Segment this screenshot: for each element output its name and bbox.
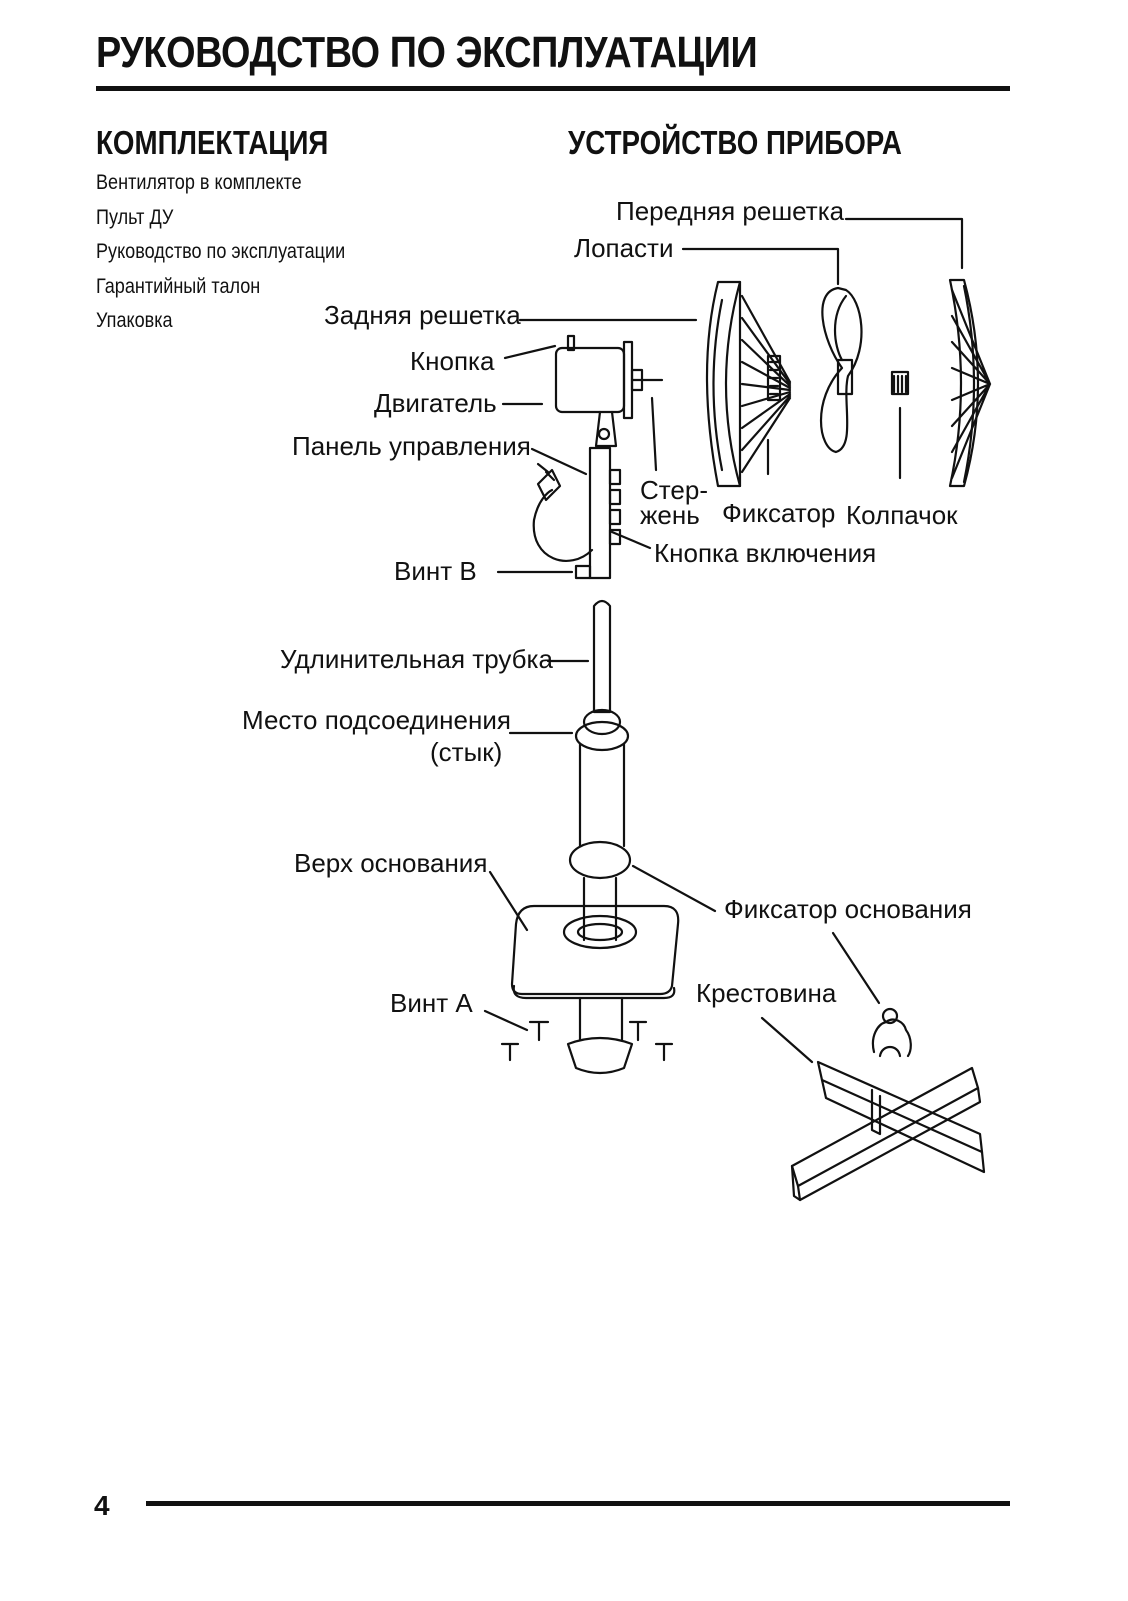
- kit-list: Вентилятор в комплекте Пульт ДУ Руководс…: [96, 166, 386, 339]
- label-extension-tube: Удлинительная трубка: [280, 644, 553, 674]
- label-rod-line1: Стер-: [640, 475, 708, 505]
- label-blades: Лопасти: [574, 233, 674, 263]
- screws-a: [500, 1020, 674, 1062]
- label-joint-line1: Место подсоединения: [242, 705, 511, 735]
- label-base-top: Верх основания: [294, 848, 487, 878]
- kit-item: Руководство по эксплуатации: [96, 240, 346, 263]
- label-base-lock: Фиксатор основания: [724, 894, 972, 924]
- kit-item: Пульт ДУ: [96, 205, 174, 229]
- power-cord: [532, 462, 594, 562]
- label-front-grille: Передняя решетка: [616, 196, 845, 226]
- fan-blades: [820, 286, 863, 454]
- label-control-panel: Панель управления: [292, 431, 531, 461]
- base-lock-part: [871, 1007, 912, 1058]
- kit-item: Гарантийный талон: [96, 274, 261, 298]
- cap-part: [890, 370, 910, 396]
- label-motor: Двигатель: [374, 388, 497, 418]
- kit-item: Упаковка: [96, 309, 173, 332]
- page-number: 4: [94, 1490, 110, 1521]
- leader-lines: [483, 217, 964, 1064]
- footer-divider: [146, 1501, 1010, 1506]
- rear-grille: [705, 280, 792, 488]
- label-joint-line2: (стык): [430, 737, 502, 767]
- front-grille: [948, 278, 992, 488]
- label-rear-grille: Задняя решетка: [324, 300, 521, 330]
- label-cross: Крестовина: [696, 978, 837, 1008]
- control-column: [574, 446, 622, 580]
- blade-lock: [766, 354, 782, 402]
- device-heading: УСТРОЙСТВО ПРИБОРА: [568, 124, 902, 161]
- kit-heading: КОМПЛЕКТАЦИЯ: [96, 124, 329, 161]
- base-top: [510, 840, 680, 1075]
- label-power-button: Кнопка включения: [654, 538, 876, 568]
- extension-tube: [574, 599, 630, 848]
- label-lock: Фиксатор: [722, 498, 835, 528]
- label-screw-a: Винт A: [390, 988, 473, 1018]
- label-screw-b: Винт B: [394, 556, 477, 586]
- cross-base: [790, 1060, 986, 1202]
- page-title: РУКОВОДСТВО ПО ЭКСПЛУАТАЦИИ: [96, 28, 758, 77]
- motor: [554, 334, 664, 448]
- label-button: Кнопка: [410, 346, 495, 376]
- title-divider: [96, 86, 1010, 91]
- label-rod-line2: жень: [640, 500, 700, 530]
- label-cap: Колпачок: [846, 500, 958, 530]
- kit-item: Вентилятор в комплекте: [96, 171, 302, 194]
